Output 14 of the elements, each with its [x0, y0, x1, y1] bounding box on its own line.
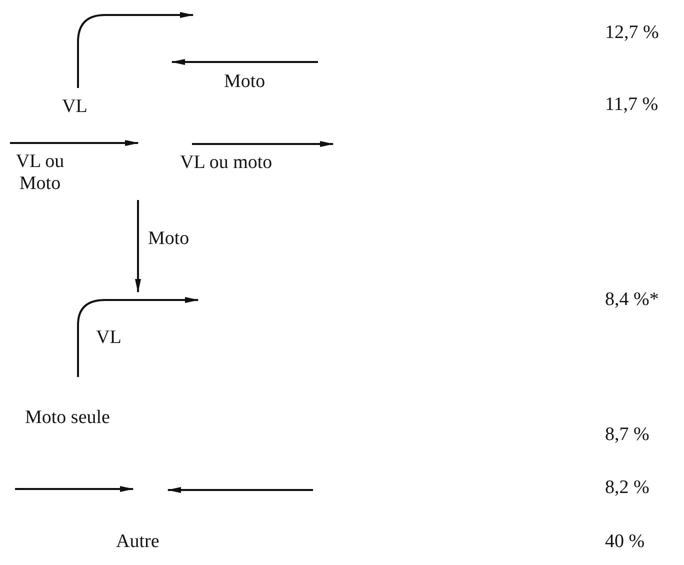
vehicle-label: VL ou Moto — [14, 151, 66, 195]
percentage: 12,7 % — [605, 22, 659, 44]
percentage: 11,7 % — [605, 94, 658, 116]
vehicle-label: VL ou moto — [180, 152, 272, 174]
percentage: 8,4 %* — [605, 289, 659, 311]
category-label: Moto seule — [25, 407, 110, 429]
vehicle-label: VL — [96, 327, 122, 349]
vehicle-label: Moto — [224, 71, 266, 93]
vehicle-label: Moto — [148, 228, 190, 250]
vehicle-label: VL — [62, 96, 88, 118]
percentage: 8,7 % — [605, 424, 650, 446]
percentage: 8,2 % — [605, 477, 650, 499]
category-label: Autre — [116, 531, 160, 553]
percentage: 40 % — [605, 531, 645, 553]
